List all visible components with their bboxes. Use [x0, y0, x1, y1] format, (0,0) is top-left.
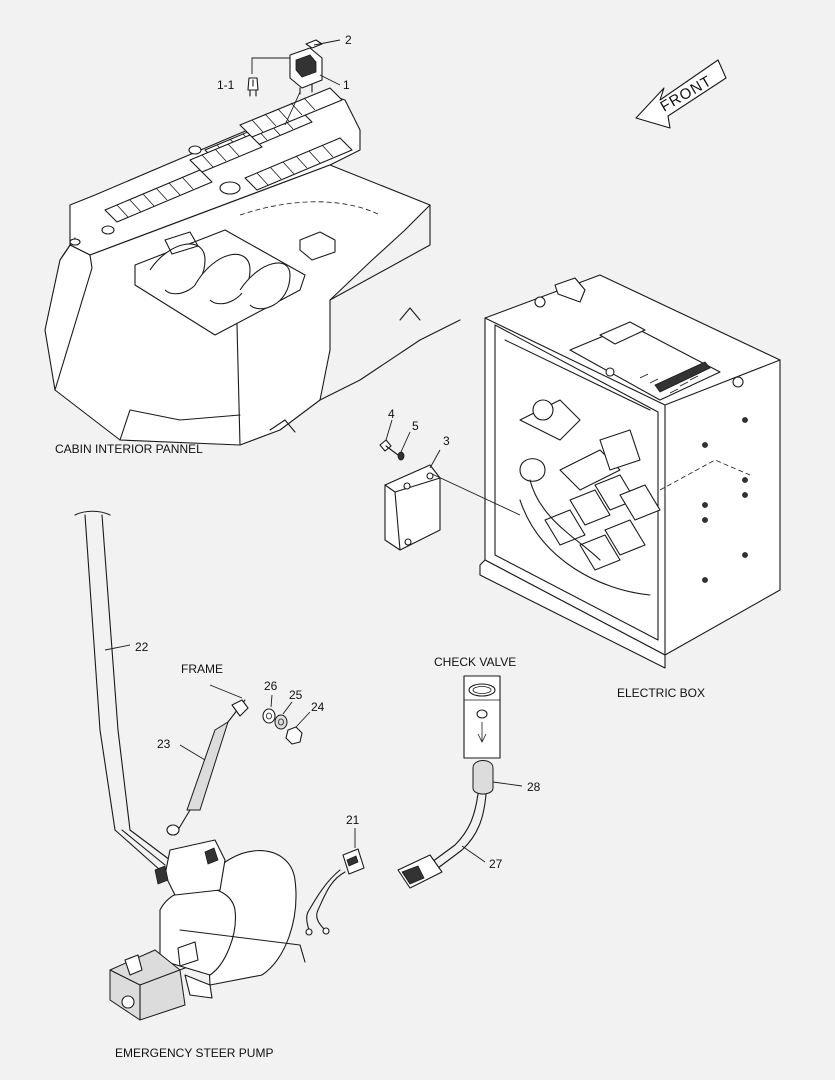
emergency-steer-pump [109, 839, 306, 1021]
pump-label: EMERGENCY STEER PUMP [115, 1046, 273, 1060]
washer-part-5 [397, 451, 405, 461]
callout-23: 23 [157, 737, 171, 751]
callout-22: 22 [135, 640, 149, 654]
strap-23 [166, 699, 249, 836]
check-valve-label: CHECK VALVE [434, 655, 516, 669]
callout-2: 2 [345, 33, 352, 47]
callout-1: 1 [343, 78, 350, 92]
cabin-interior-panel: CABIN INTERIOR PANNEL [44, 87, 461, 456]
bulb-part [247, 77, 259, 97]
cabin-label: CABIN INTERIOR PANNEL [55, 442, 203, 456]
callout-5: 5 [412, 419, 419, 433]
callout-1-1: 1-1 [217, 78, 235, 92]
module-part-3 [384, 464, 441, 551]
callout-26: 26 [264, 679, 278, 693]
callout-3: 3 [443, 434, 450, 448]
electric-box-label: ELECTRIC BOX [617, 686, 705, 700]
washer-25 [274, 714, 288, 730]
shift-gate [134, 229, 306, 336]
rocker-switch [289, 39, 323, 95]
callout-24: 24 [311, 700, 325, 714]
front-label: FRONT [658, 72, 716, 115]
washer-26 [262, 708, 276, 724]
bolt-part-4 [379, 439, 399, 456]
relay-row [544, 474, 661, 571]
callout-21: 21 [346, 813, 360, 827]
callout-27: 27 [489, 857, 503, 871]
electric-box [479, 274, 781, 669]
frame-label: FRAME [181, 662, 223, 676]
callout-25: 25 [289, 688, 303, 702]
cable-27 [397, 793, 487, 889]
check-valve-part-28 [472, 760, 494, 795]
cable-22 [74, 510, 171, 871]
bolt-24 [285, 726, 303, 745]
callout-28: 28 [527, 780, 541, 794]
check-valve-symbol [463, 675, 501, 759]
callout-4: 4 [388, 407, 395, 421]
panel-vents [104, 87, 353, 223]
front-arrow: FRONT [635, 59, 727, 129]
harness-21 [305, 848, 365, 936]
